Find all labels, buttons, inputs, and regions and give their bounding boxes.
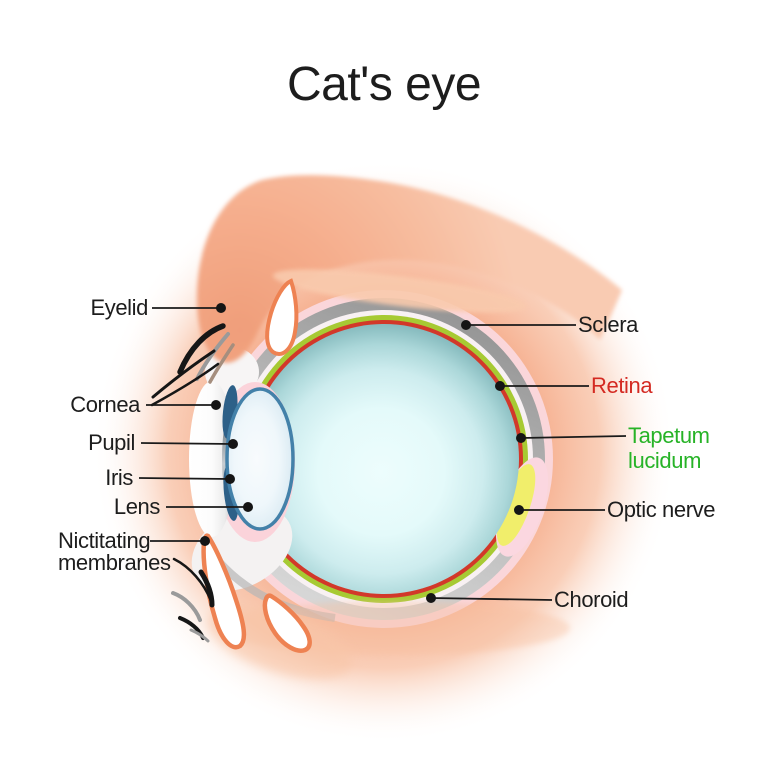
upper-eyelid-group [150, 175, 622, 407]
lens-label: Lens [113, 494, 161, 519]
pupil-leader-dot [228, 439, 238, 449]
cornea-leader-dot [211, 400, 221, 410]
nictitating-membranes-label: Nictitating membranes [58, 530, 171, 574]
eyelid-label: Eyelid [90, 295, 148, 320]
optic-nerve-leader-dot [514, 505, 524, 515]
sclera-leader-dot [461, 320, 471, 330]
upper-eyelid [196, 175, 622, 363]
iris-leader-dot [225, 474, 235, 484]
sclera-label: Sclera [578, 312, 638, 337]
tapetum-leader-line [520, 435, 627, 439]
eyelash [198, 569, 215, 608]
tapetum-leader-dot [516, 433, 526, 443]
iris-label: Iris [105, 465, 133, 490]
pupil-leader-line [140, 442, 234, 445]
lens-leader-dot [243, 502, 253, 512]
retina-leader-dot [495, 381, 505, 391]
eyelid-leader-dot [216, 303, 226, 313]
leader-lines [138, 303, 627, 603]
eyelash [195, 332, 230, 381]
lower-eyelashes [171, 557, 215, 643]
eyelash [171, 591, 202, 622]
tapetum-lucidum-label-line2: lucidum [628, 448, 702, 473]
eyelid-highlight-band [272, 269, 528, 313]
iris-leader-line [138, 477, 231, 480]
pupil-label: Pupil [88, 430, 135, 455]
choroid-leader-line [430, 597, 553, 601]
lower-lid-group [171, 533, 570, 679]
lens [225, 387, 295, 531]
choroid-leader-dot [426, 593, 436, 603]
tapetum-lucidum-label: Tapetum lucidum [628, 423, 710, 473]
upper-eyelashes [150, 323, 235, 407]
eyelash [208, 343, 235, 384]
nictitating-membrane-2 [262, 593, 312, 653]
nictitating-leader-dot [200, 536, 210, 546]
retina-label: Retina [591, 373, 653, 398]
eyelash [150, 362, 220, 407]
tapetum-lucidum-label-line1: Tapetum [628, 423, 710, 448]
optic-nerve-label: Optic nerve [607, 497, 716, 522]
nictitating-membranes-label-line2: membranes [58, 550, 171, 575]
nictitating-membranes-label-line1: Nictitating [58, 528, 151, 553]
eyelid-margin [265, 278, 299, 356]
vitreous-body [249, 324, 519, 594]
optic-nerve [496, 464, 536, 546]
choroid-label: Choroid [554, 587, 629, 612]
eyelash [177, 323, 226, 375]
page-title: Cat's eye [286, 58, 482, 111]
eyelash [151, 349, 216, 399]
cornea-label: Cornea [70, 392, 140, 417]
eyelash [189, 628, 210, 643]
eyeball [215, 290, 553, 628]
